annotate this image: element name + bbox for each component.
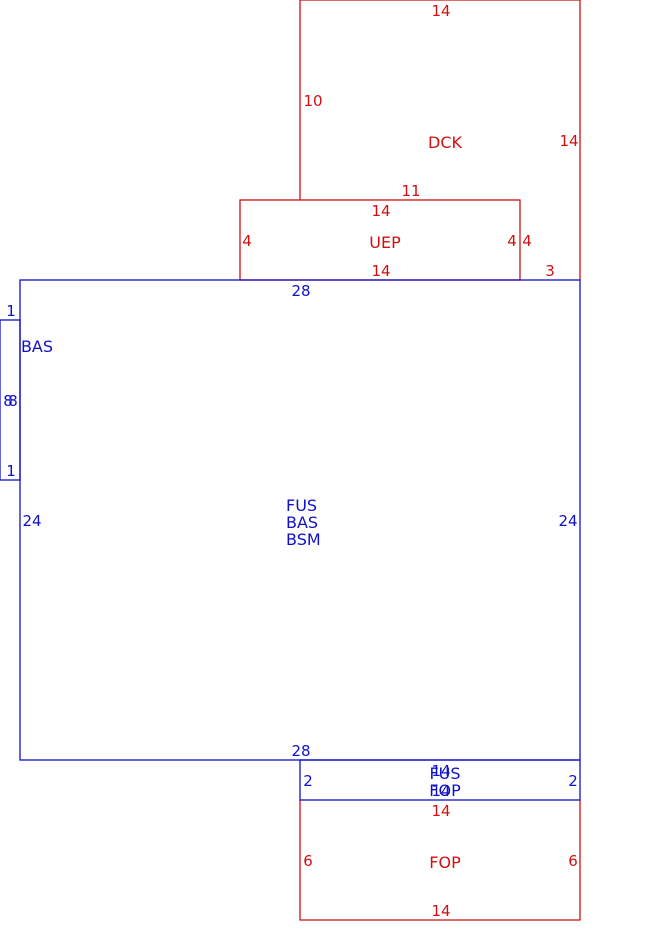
fus-label: FUS [429,764,460,783]
bas-top-dim: 1 [6,302,16,320]
dck-right-dim: 14 [559,132,578,150]
fus-fop-label: FOP [429,781,461,800]
fop-top-dim: 14 [431,802,450,820]
dck-bottom-dim: 11 [401,182,420,200]
dck-left-dim: 10 [303,92,322,110]
dck-step-dim: 3 [545,262,555,280]
bas-bottom-dim: 1 [6,462,16,480]
main-bottom-dim: 28 [291,742,310,760]
bas-bump-outline [0,319,21,481]
uep-label: UEP [369,233,401,252]
bas-left-dim: 8 [3,392,13,410]
uep-top-dim: 14 [371,202,390,220]
fop-label: FOP [429,853,461,872]
deck-outline [299,0,581,280]
fus-top-dim: 14 [431,762,450,780]
blue-outlines [0,279,581,801]
dck-label: DCK [428,133,462,152]
uep-right-outer-dim: 4 [522,232,532,250]
fop-bottom-dim: 14 [431,902,450,920]
bas-label: BAS [21,337,53,356]
red-outlines [239,0,581,921]
main-right-dim: 24 [558,512,577,530]
fus-left-dim: 2 [303,772,313,790]
fop-left-dim: 6 [303,852,313,870]
uep-left-dim: 4 [242,232,252,250]
main-label-bas: BAS [286,513,318,532]
fus-bottom-dim: 14 [431,782,450,800]
main-label-fus: FUS [286,496,317,515]
main-label-bsm: BSM [286,530,321,549]
bas-right-dim: 8 [8,392,18,410]
fop-right-dim: 6 [568,852,578,870]
uep-right-dim: 4 [507,232,517,250]
main-top-dim: 28 [291,282,310,300]
fus-right-dim: 2 [568,772,578,790]
dck-top-dim: 14 [431,2,450,20]
main-left-dim: 24 [22,512,41,530]
fop-outline [299,800,581,921]
uep-bottom-dim: 14 [371,262,390,280]
fus-strip-outline [299,759,581,801]
